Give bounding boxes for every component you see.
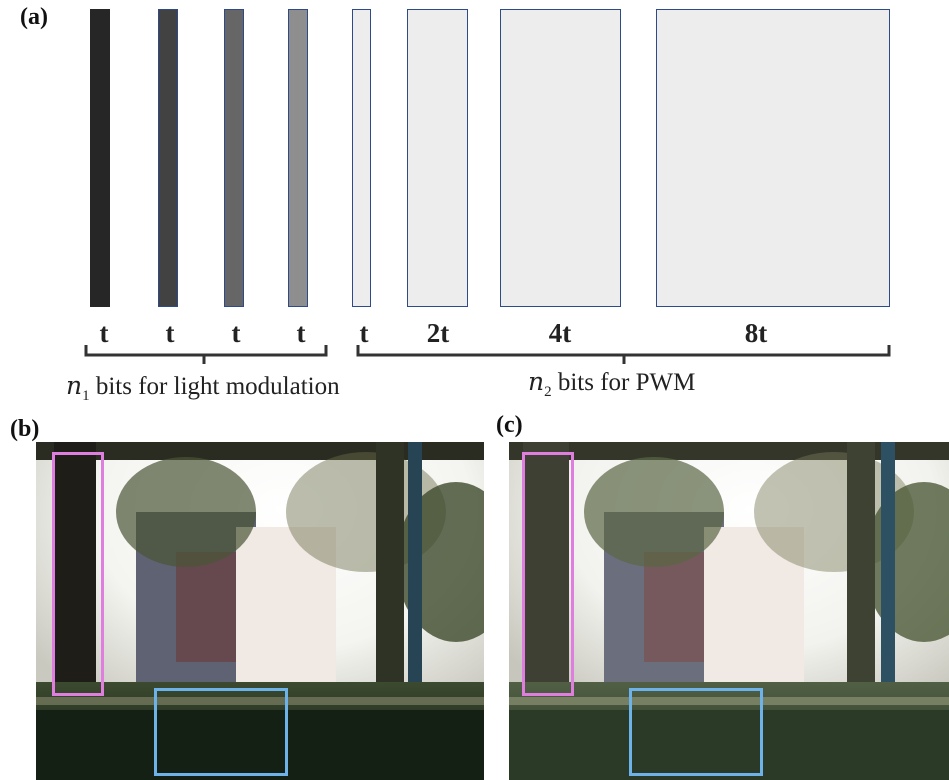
bit-bar-5 — [352, 9, 371, 307]
panel-label-b: (b) — [10, 416, 40, 442]
duration-label-4: t — [296, 318, 306, 348]
pwm-caption: n2 bits for PWM — [528, 367, 695, 401]
bit-bar-2 — [158, 9, 178, 307]
duration-label-2: t — [165, 318, 175, 348]
park-scene-image-b — [36, 442, 484, 780]
pwm-text: bits for PWM — [551, 369, 696, 396]
duration-label-8: 8t — [744, 318, 768, 348]
highlight-box-tree-b — [52, 452, 104, 696]
light-modulation-caption: n1 bits for light modulation — [66, 371, 340, 405]
photo-b — [36, 442, 484, 780]
bit-bar-6 — [407, 9, 468, 307]
duration-label-3: t — [231, 318, 241, 348]
park-scene-image-c — [509, 442, 949, 780]
brace-pwm — [356, 345, 891, 364]
panel-label-c: (c) — [496, 412, 523, 438]
highlight-box-tree-c — [522, 452, 574, 696]
n2-sub: 2 — [544, 384, 552, 400]
light-modulation-text: bits for light modulation — [89, 373, 340, 400]
n1-sub: 1 — [82, 388, 90, 404]
photo-c — [509, 442, 949, 780]
bit-bar-7 — [500, 9, 621, 307]
panel-label-a: (a) — [20, 4, 48, 30]
bit-bar-4 — [288, 9, 308, 307]
duration-label-1: t — [99, 318, 109, 348]
bit-bar-8 — [656, 9, 890, 307]
duration-label-6: 2t — [426, 318, 450, 348]
brace-light-modulation — [84, 345, 328, 364]
duration-label-7: 4t — [548, 318, 572, 348]
bit-bar-3 — [224, 9, 244, 307]
duration-label-5: t — [359, 318, 369, 348]
highlight-box-hedge-b — [154, 688, 288, 776]
n2-var: n — [528, 367, 545, 396]
bit-bar-1 — [90, 9, 110, 307]
n1-var: n — [66, 371, 83, 400]
highlight-box-hedge-c — [629, 688, 763, 776]
